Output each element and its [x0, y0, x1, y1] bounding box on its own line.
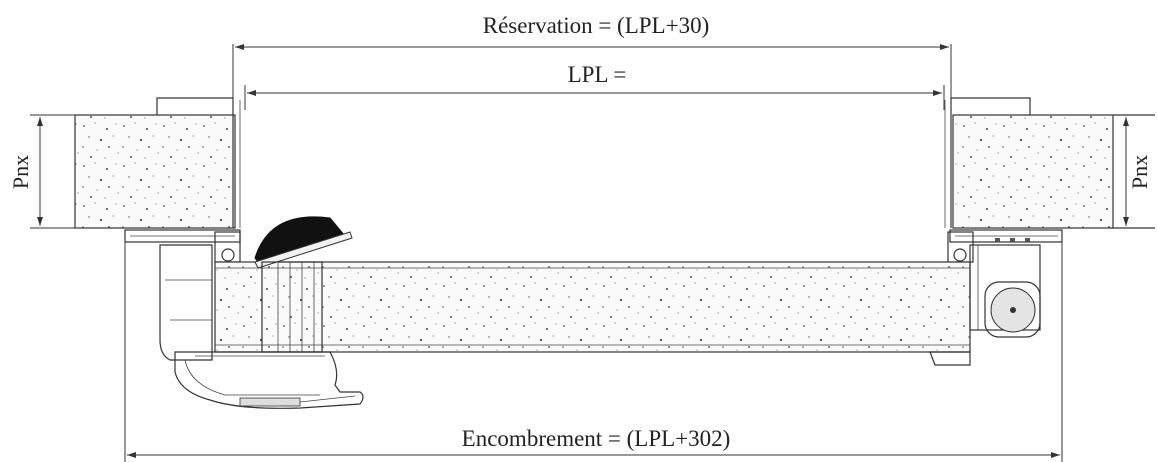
- reservation-dimension: Réservation = (LPL+30): [232, 13, 952, 100]
- encombrement-label: Encombrement = (LPL+302): [462, 426, 731, 451]
- pnx-left-dimension: Pnx: [8, 114, 75, 229]
- left-mechanism-housing: [159, 244, 364, 409]
- left-floor-slab: [74, 97, 241, 229]
- lpl-label: LPL =: [568, 62, 627, 87]
- pnx-right-label: Pnx: [1127, 155, 1152, 189]
- right-floor-slab: [944, 97, 1155, 229]
- right-mechanism-housing: [929, 244, 1041, 366]
- encombrement-dimension: Encombrement = (LPL+302): [124, 242, 1063, 462]
- left-frame-rail: [124, 229, 241, 263]
- mobile-floor-plank: [214, 261, 971, 353]
- pnx-left-label: Pnx: [8, 155, 33, 189]
- right-frame-rail: [947, 229, 1063, 263]
- reservation-label: Réservation = (LPL+30): [483, 13, 710, 38]
- pnx-right-dimension: Pnx: [1113, 114, 1155, 229]
- lpl-dimension: LPL =: [244, 62, 945, 110]
- hatch-cover: [254, 216, 353, 353]
